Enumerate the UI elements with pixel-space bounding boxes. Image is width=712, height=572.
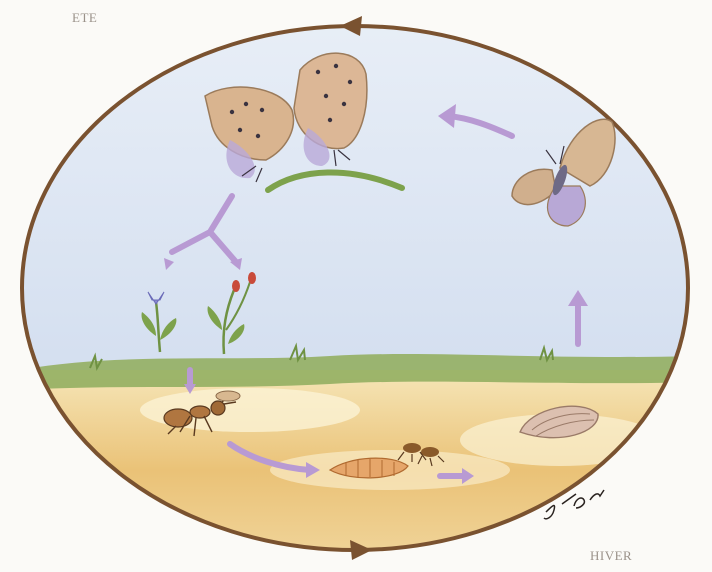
ant-abdomen xyxy=(164,409,192,427)
flower-bud xyxy=(232,280,240,292)
flower-bud xyxy=(248,272,256,284)
winter-label: HIVER xyxy=(590,548,632,564)
nest-ant xyxy=(403,443,421,453)
ant-head xyxy=(211,401,225,415)
right-butterfly-wing xyxy=(294,53,367,148)
nest-ant xyxy=(421,447,439,457)
ant-thorax xyxy=(190,406,210,418)
carried-caterpillar xyxy=(216,391,240,401)
sky-area xyxy=(0,0,712,372)
summer-label: ETE xyxy=(72,10,97,26)
